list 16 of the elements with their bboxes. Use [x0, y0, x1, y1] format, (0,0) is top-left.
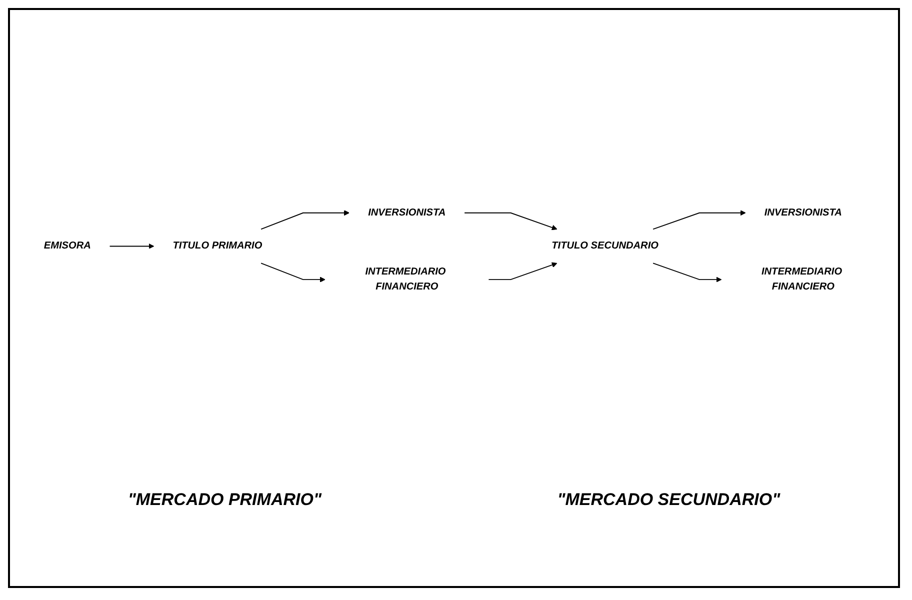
market-label: "MERCADO SECUNDARIO" — [557, 490, 780, 510]
arrow — [652, 210, 746, 230]
arrow — [260, 210, 350, 230]
node-text: EMISORA — [44, 240, 91, 252]
node-text: INVERSIONISTA — [368, 207, 446, 218]
arrow — [109, 243, 154, 249]
node-text: INTERMEDIARIO FINANCIERO — [761, 266, 842, 292]
node-text: TITULO SECUNDARIO — [552, 240, 658, 252]
arrow — [652, 262, 722, 282]
market-label: "MERCADO PRIMARIO" — [128, 490, 322, 510]
node-text: INVERSIONISTA — [764, 207, 842, 218]
node-text: INTERMEDIARIO FINANCIERO — [365, 266, 446, 292]
arrow — [488, 262, 558, 280]
node-text: TITULO PRIMARIO — [172, 240, 262, 252]
arrow — [260, 262, 326, 282]
arrow — [464, 212, 558, 230]
